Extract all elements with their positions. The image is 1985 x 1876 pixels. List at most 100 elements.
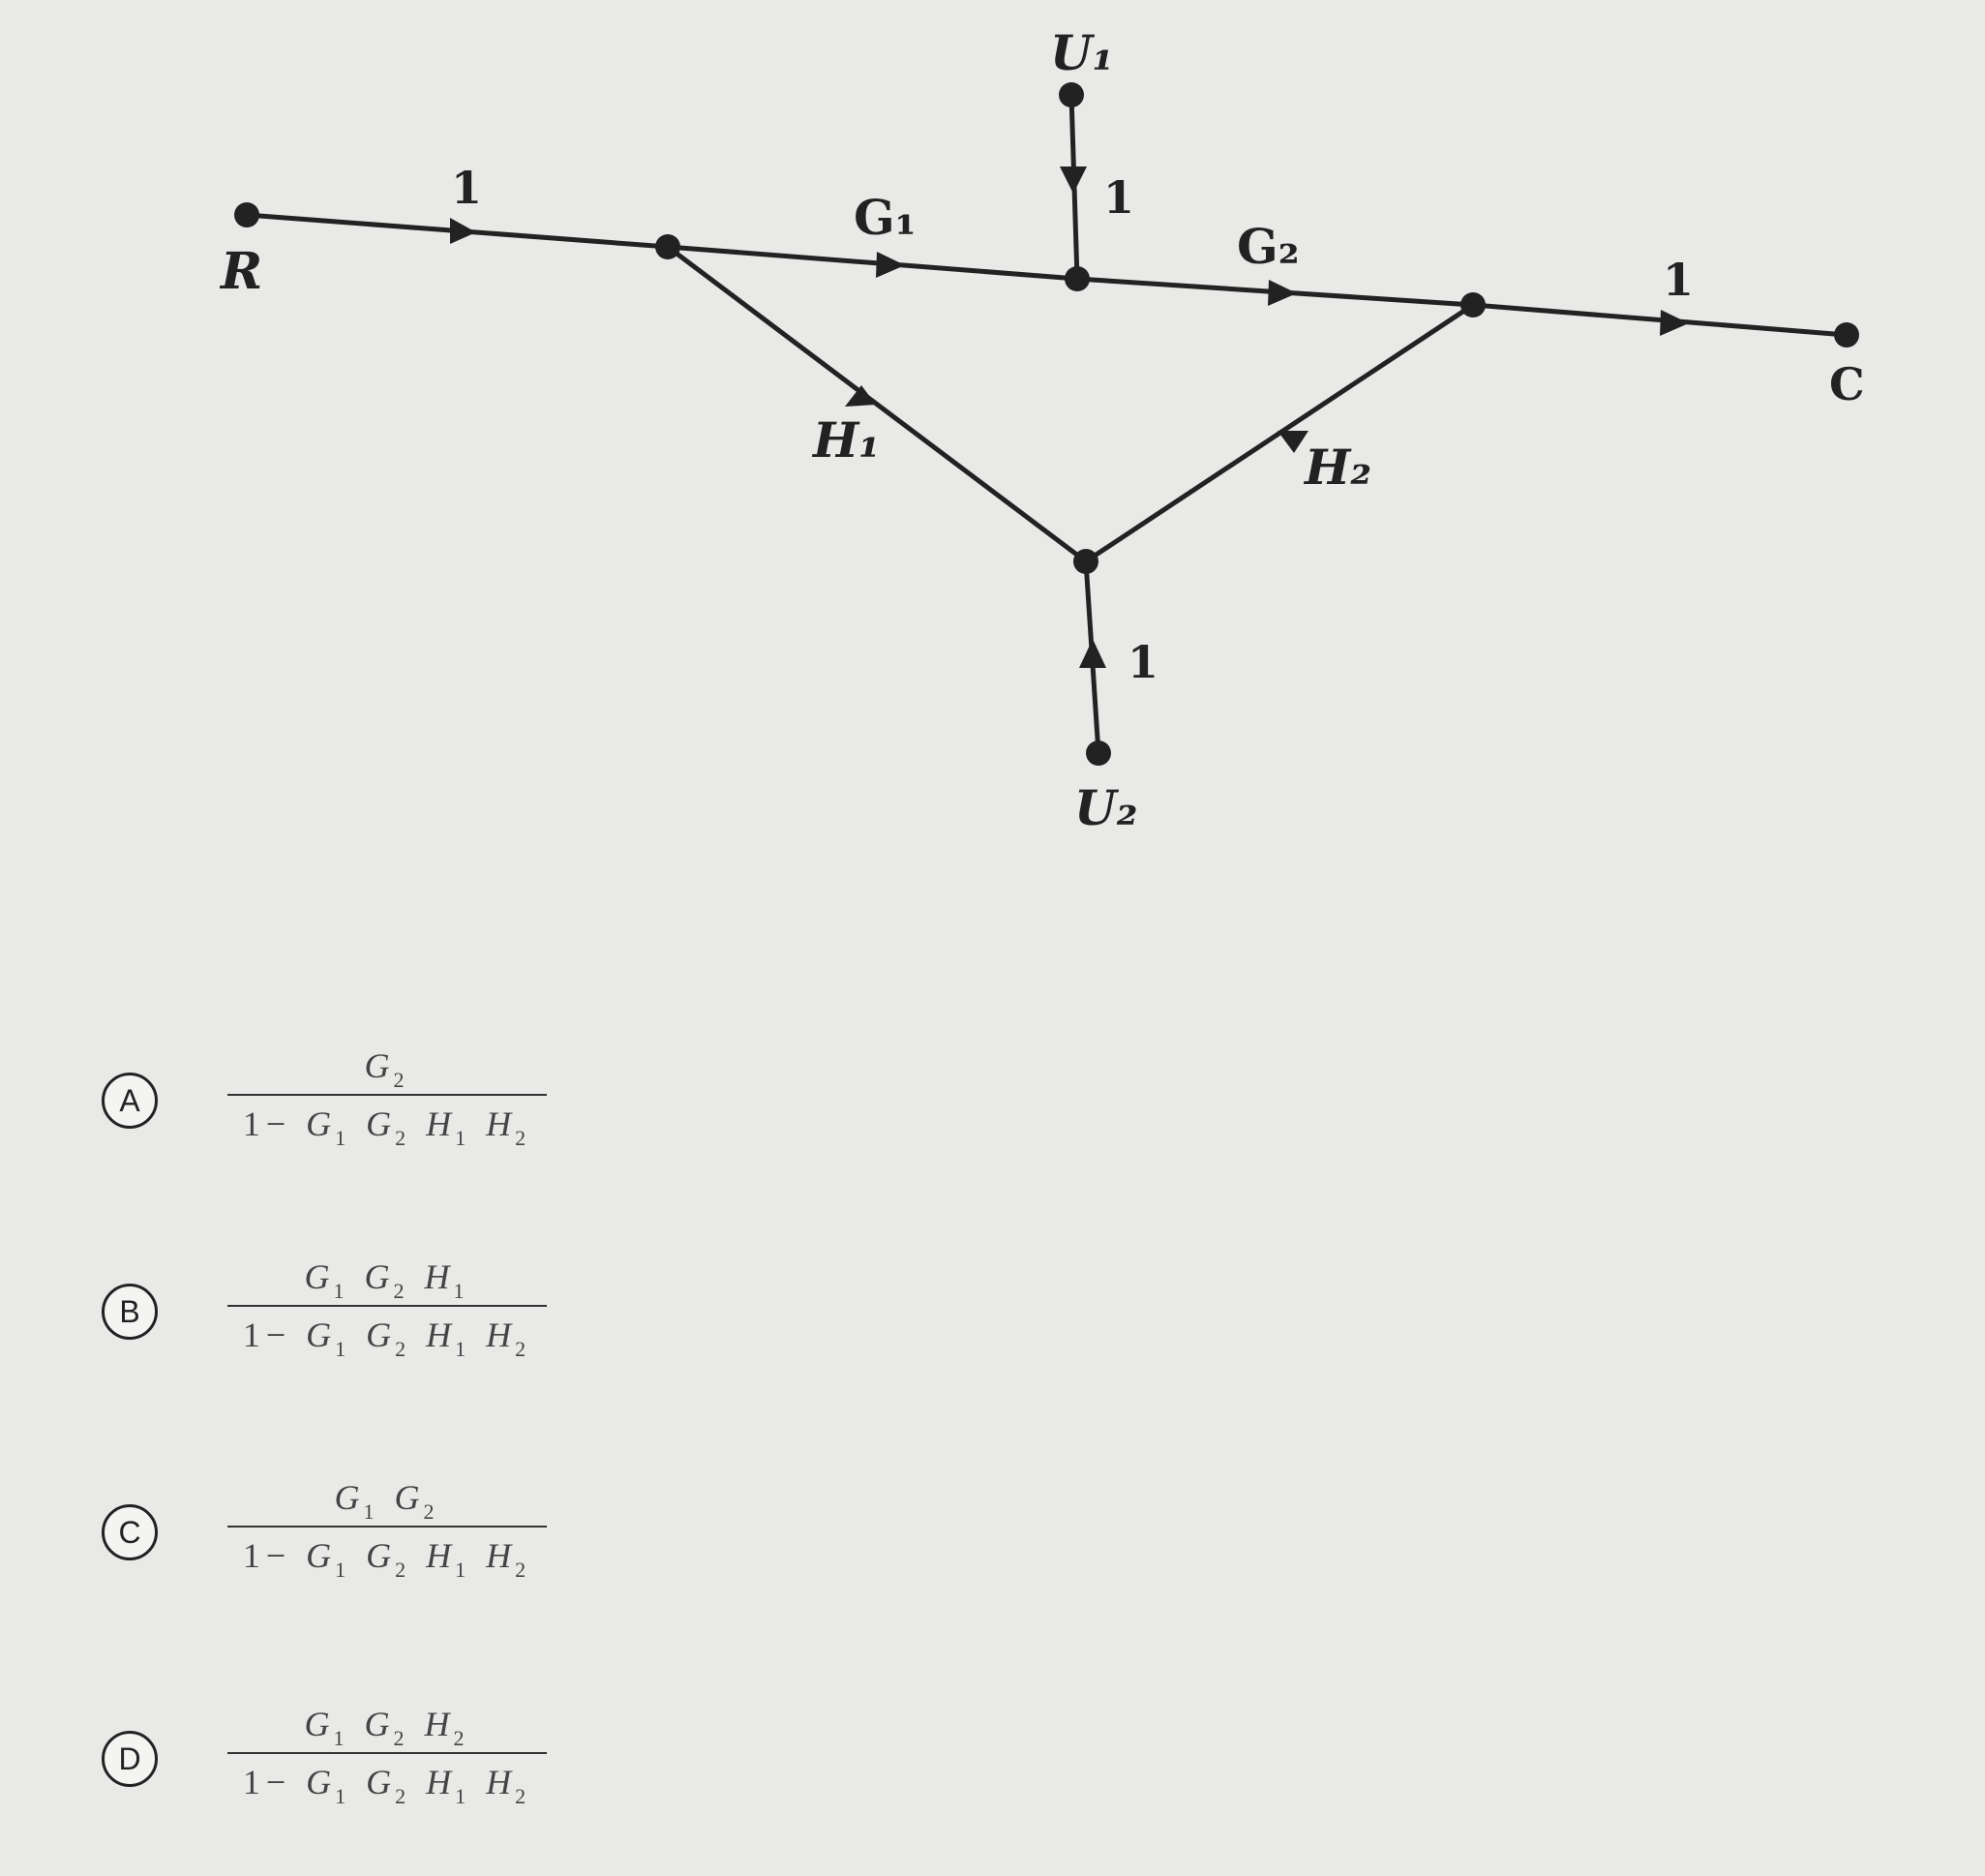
den-prefix: 1− [242,1536,292,1575]
label-branch-g2: G₂ [1237,218,1300,275]
num-sub: 1 [453,1279,470,1303]
num-sub: 2 [423,1499,440,1524]
den-term: G [366,1316,398,1354]
option-d[interactable]: D G1 G2 H2 1− G1 G2 H1 H2 [102,1684,566,1839]
den-sub: 1 [455,1126,472,1150]
num-term: G [364,1046,396,1085]
option-b-numerator: G1 G2 H1 [227,1256,547,1303]
den-sub: 1 [335,1784,352,1808]
num-term: H [424,1257,456,1296]
num-sub: 2 [393,1726,410,1750]
node-2 [1065,266,1090,291]
node-h [1073,549,1098,574]
den-term: H [426,1763,458,1801]
option-c[interactable]: C G1 G2 1− G1 G2 H1 H2 [102,1458,566,1613]
node-u2 [1086,741,1111,766]
arrow-r [450,218,476,244]
fraction-bar [227,1094,547,1096]
num-sub: 1 [333,1279,350,1303]
num-sub: 2 [453,1726,470,1750]
den-sub: 2 [395,1558,412,1582]
den-sub: 2 [395,1784,412,1808]
label-branch-r: 1 [451,162,482,214]
option-d-numerator: G1 G2 H2 [227,1704,547,1750]
signal-flow-graph: R C U₁ U₂ 1 G₁ 1 G₂ 1 H₁ H₂ 1 [219,24,1865,836]
branch-g1 [667,244,1078,282]
den-term: G [366,1536,398,1575]
option-c-fraction: G1 G2 1− G1 G2 H1 H2 [227,1477,547,1582]
den-sub: 1 [455,1784,472,1808]
den-prefix: 1− [242,1316,292,1354]
option-a-fraction: G2 1− G1 G2 H1 H2 [227,1045,547,1150]
fraction-bar [227,1526,547,1528]
label-c: C [1829,358,1865,410]
option-c-numerator: G1 G2 [227,1477,547,1524]
branch-c-out [1472,302,1848,338]
label-branch-u2: 1 [1128,636,1158,688]
den-sub: 1 [455,1558,472,1582]
num-term: G [334,1478,366,1517]
arrow-h2 [1278,431,1308,453]
num-sub: 2 [393,1068,410,1092]
option-b[interactable]: B G1 G2 H1 1− G1 G2 H1 H2 [102,1237,566,1392]
den-term: G [306,1104,338,1143]
num-term: G [364,1705,396,1743]
arrow-u1 [1060,166,1087,194]
num-term: G [394,1478,426,1517]
option-c-letter: C [118,1514,141,1550]
option-d-denominator: 1− G1 G2 H1 H2 [227,1762,547,1808]
den-sub: 1 [455,1337,472,1361]
num-sub: 1 [363,1499,380,1524]
label-u1: U₁ [1050,24,1114,81]
den-term: H [486,1316,518,1354]
node-u1 [1059,82,1084,107]
den-sub: 1 [335,1558,352,1582]
arrow-h1 [845,385,876,407]
option-b-radio[interactable]: B [102,1284,158,1340]
den-sub: 2 [395,1126,412,1150]
den-term: G [366,1763,398,1801]
option-d-fraction: G1 G2 H2 1− G1 G2 H1 H2 [227,1704,547,1808]
option-b-denominator: 1− G1 G2 H1 H2 [227,1315,547,1361]
den-prefix: 1− [242,1763,292,1801]
option-c-radio[interactable]: C [102,1504,158,1560]
node-1 [655,234,680,259]
den-term: G [306,1536,338,1575]
den-term: H [426,1536,458,1575]
den-term: H [486,1536,518,1575]
fraction-bar [227,1305,547,1307]
label-branch-h2: H₂ [1303,439,1371,496]
option-a-denominator: 1− G1 G2 H1 H2 [227,1104,547,1150]
den-term: G [306,1316,338,1354]
num-sub: 1 [333,1726,350,1750]
num-sub: 2 [393,1279,410,1303]
den-term: H [426,1316,458,1354]
option-c-denominator: 1− G1 G2 H1 H2 [227,1535,547,1582]
num-term: G [304,1257,336,1296]
option-a[interactable]: A G2 1− G1 G2 H1 H2 [102,1026,566,1181]
label-branch-g1: G₁ [854,189,917,246]
label-branch-h1: H₁ [811,411,880,469]
option-a-radio[interactable]: A [102,1073,158,1129]
arrow-u2 [1079,639,1106,668]
option-b-letter: B [119,1293,140,1329]
den-term: H [426,1104,458,1143]
arrow-c [1660,310,1689,336]
branch-h1 [666,245,1088,563]
arrow-g1 [876,252,905,278]
den-term: G [366,1104,398,1143]
num-term: G [364,1257,396,1296]
den-sub: 1 [335,1126,352,1150]
arrow-g2 [1268,280,1297,306]
den-sub: 1 [335,1337,352,1361]
fraction-bar [227,1752,547,1754]
label-r: R [219,242,262,301]
den-term: H [486,1104,518,1143]
den-sub: 2 [395,1337,412,1361]
label-u2: U₂ [1074,779,1138,836]
option-b-fraction: G1 G2 H1 1− G1 G2 H1 H2 [227,1256,547,1361]
option-d-letter: D [118,1740,141,1776]
option-d-radio[interactable]: D [102,1731,158,1787]
label-branch-u1: 1 [1103,171,1134,224]
label-branch-c: 1 [1663,254,1694,306]
